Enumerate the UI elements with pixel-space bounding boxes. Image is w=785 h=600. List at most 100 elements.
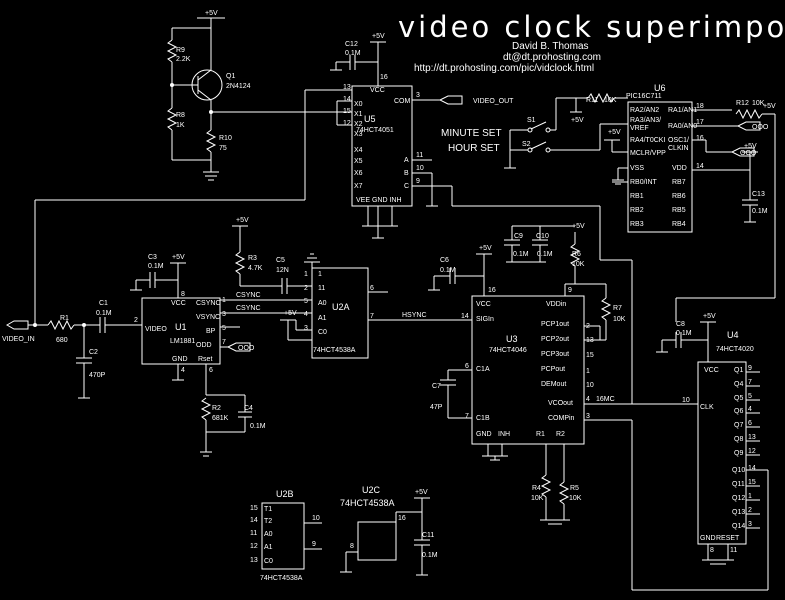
svg-text:CLKIN: CLKIN (668, 145, 689, 152)
svg-text:BP: BP (206, 328, 216, 335)
svg-text:9: 9 (312, 541, 316, 548)
c8-ref: C8 (676, 321, 685, 328)
u2c-body (357, 521, 397, 561)
video-in-port (5, 320, 29, 330)
u6-value: PIC16C711 (626, 93, 662, 100)
svg-text:Rset: Rset (198, 356, 212, 363)
svg-text:7: 7 (222, 339, 226, 346)
svg-text:9: 9 (748, 365, 752, 372)
u6-ref: U6 (654, 83, 666, 93)
svg-text:X5: X5 (354, 158, 363, 165)
c6-value: 0.1M (440, 267, 456, 274)
supply-label-u5: +5V (372, 33, 385, 40)
q1-ref: Q1 (226, 73, 235, 80)
u1-ref: U1 (175, 322, 187, 332)
svg-text:C1A: C1A (476, 366, 490, 373)
svg-text:8: 8 (181, 291, 185, 298)
svg-text:1: 1 (586, 368, 590, 375)
c8-value: 0.1M (676, 330, 692, 337)
svg-text:C: C (404, 183, 409, 190)
svg-text:14: 14 (343, 96, 351, 103)
supply-label-r12: +5V (763, 103, 776, 110)
u1-sync-separator: C3 0.1M +5V VCC 8 CSYNC VSYNC BP ODD Rse… (130, 254, 312, 457)
c1-value: 0.1M (96, 310, 112, 317)
svg-text:RB3: RB3 (630, 221, 644, 228)
r8-value: 1K (176, 122, 185, 129)
svg-text:X1: X1 (354, 111, 363, 118)
svg-text:13: 13 (343, 84, 351, 91)
r9-ref: R9 (176, 47, 185, 54)
u2b-monostable: U2B T1 T2 A0 A1 C0 15 14 11 12 13 10 9 7… (250, 489, 322, 582)
svg-text:3: 3 (304, 325, 308, 332)
u2b-value: 74HCT4538A (260, 575, 303, 582)
svg-text:VCOout: VCOout (548, 400, 573, 407)
supply-label-u2a: +5V (284, 310, 297, 317)
svg-text:8: 8 (710, 547, 714, 554)
c3-value: 0.1M (148, 263, 164, 270)
r8-ref: R8 (176, 112, 185, 119)
r4-value: 10K (531, 495, 544, 502)
r7-value: 10K (613, 316, 626, 323)
r4-ref: R4 (532, 485, 541, 492)
u4-value: 74HCT4020 (716, 346, 754, 353)
svg-text:6: 6 (748, 420, 752, 427)
svg-text:PCP1out: PCP1out (541, 321, 569, 328)
supply-label-mclr: +5V (608, 129, 621, 136)
svg-text:9: 9 (568, 287, 572, 294)
svg-text:VCC: VCC (370, 87, 385, 94)
c11-ref: C11 (422, 532, 434, 539)
supply-label-u4: +5V (703, 313, 716, 320)
svg-text:4: 4 (181, 367, 185, 374)
c4-ref: C4 (244, 405, 253, 412)
c11-value: 0.1M (422, 552, 438, 559)
r12-ref: R12 (736, 100, 749, 107)
r6-value: 10K (572, 261, 585, 268)
svg-text:1: 1 (318, 271, 322, 278)
svg-text:5: 5 (222, 325, 226, 332)
svg-text:VCC: VCC (476, 301, 491, 308)
svg-text:VSYNC: VSYNC (196, 314, 220, 321)
svg-text:16: 16 (488, 287, 496, 294)
hsync-net: HSYNC (402, 312, 427, 319)
svg-text:R1: R1 (536, 431, 545, 438)
svg-text:5: 5 (304, 298, 308, 305)
svg-text:2: 2 (748, 507, 752, 514)
svg-text:RESET: RESET (716, 535, 740, 542)
svg-text:11: 11 (318, 285, 325, 292)
svg-text:5: 5 (748, 393, 752, 400)
s1-ref: S1 (527, 117, 536, 124)
u2c-power-unit: U2C 74HCT4538A 8 16 +5V C11 0.1M (340, 485, 438, 576)
author-email: dt@dt.prohosting.com (503, 52, 601, 63)
svg-text:RA0/AN0: RA0/AN0 (668, 123, 697, 130)
author-name: David B. Thomas (512, 41, 589, 52)
minute-set-label: MINUTE SET (441, 128, 502, 139)
svg-text:11: 11 (730, 547, 737, 554)
svg-text:VCC: VCC (704, 367, 719, 374)
project-url: http://dt.prohosting.com/pic/vidclock.ht… (414, 63, 594, 74)
ooo-label-2: OOO (740, 150, 757, 157)
svg-text:Q13: Q13 (732, 509, 745, 516)
u2a-monostable: +5V R3 4.7K C5 12N 1 1 2 11 5 A0 4 A1 3 … (232, 217, 460, 359)
svg-text:A: A (404, 157, 409, 164)
ooo-label-1: OOO (752, 124, 769, 131)
svg-text:GND: GND (172, 356, 188, 363)
q1-section: +5V R9 2.2K Q1 2N4124 R8 1K R10 75 (166, 10, 337, 181)
c5-value: 12N (276, 267, 289, 274)
svg-text:1: 1 (748, 493, 752, 500)
c3-ref: C3 (148, 254, 157, 261)
supply-label-r3: +5V (236, 217, 249, 224)
c10-value: 0.1M (537, 251, 553, 258)
svg-text:15: 15 (250, 505, 258, 512)
svg-text:MCLR/VPP: MCLR/VPP (630, 150, 666, 157)
c13-value: 0.1M (752, 208, 768, 215)
svg-text:2: 2 (304, 285, 308, 292)
ooo-port-3 (226, 342, 251, 352)
svg-text:14: 14 (461, 313, 469, 320)
svg-text:RA1/AN1: RA1/AN1 (668, 107, 697, 114)
svg-text:16: 16 (380, 74, 388, 81)
svg-text:12: 12 (343, 120, 351, 127)
svg-text:15: 15 (586, 352, 594, 359)
svg-text:Q14: Q14 (732, 523, 745, 530)
r10-value: 75 (219, 145, 227, 152)
